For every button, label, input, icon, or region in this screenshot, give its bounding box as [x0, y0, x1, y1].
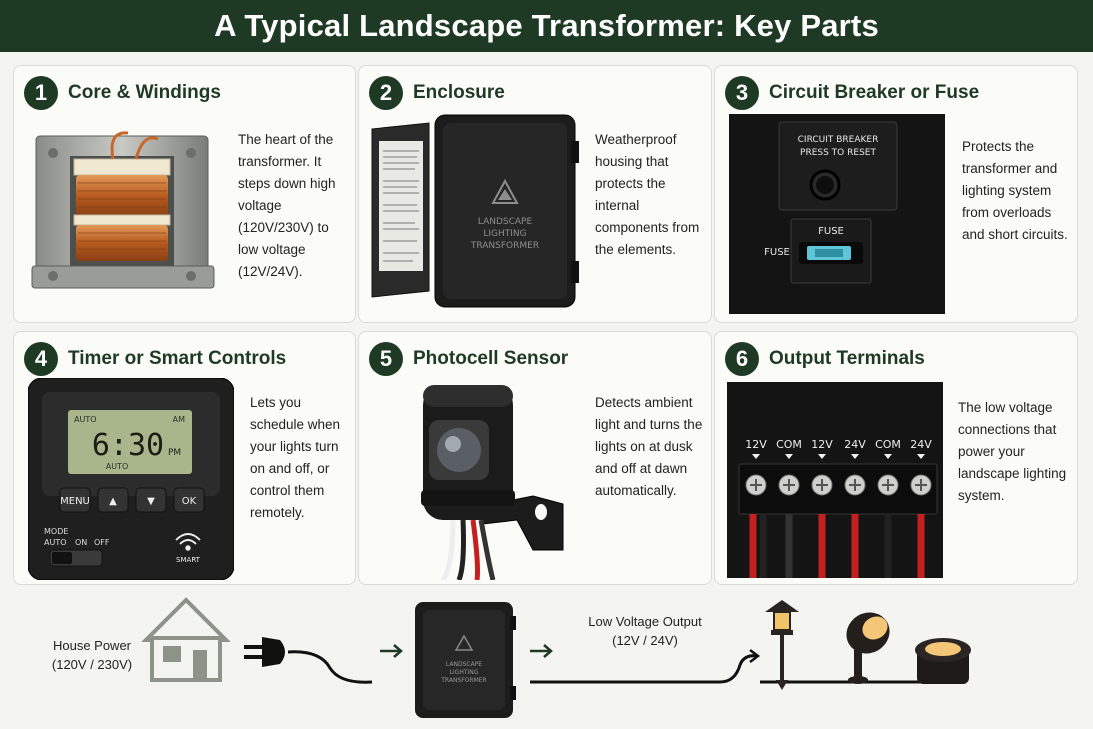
output-wires: [749, 514, 925, 578]
card-enclosure: 2 Enclosure LANDSCAPE LIGHTING TRANSFORM…: [358, 65, 712, 323]
low-voltage-value: (12V / 24V): [612, 633, 678, 648]
house-icon: [141, 597, 231, 682]
card-header: 4 Timer or Smart Controls: [24, 342, 286, 376]
breaker-label: CIRCUIT BREAKER: [798, 135, 879, 145]
arrow-icon: [380, 644, 403, 658]
low-voltage-output-label: Low Voltage Output (12V / 24V): [570, 612, 720, 650]
transformer-box-icon: LANDSCAPE LIGHTING TRANSFORMER: [415, 602, 516, 718]
card-header: 3 Circuit Breaker or Fuse: [725, 76, 979, 110]
terminal-label: 12V: [745, 438, 767, 451]
spotlight-icon: [846, 612, 890, 684]
card-title: Enclosure: [413, 82, 505, 103]
card-timer: 4 Timer or Smart Controls AUTO AM 6:30 P…: [13, 331, 356, 585]
card-output-terminals: 6 Output Terminals 12V COM 12V 24V COM 2…: [714, 331, 1078, 585]
title-bar: A Typical Landscape Transformer: Key Par…: [0, 0, 1093, 52]
box-label-line: LIGHTING: [450, 669, 479, 676]
enclosure-label-line: LANDSCAPE: [478, 217, 533, 227]
up-button-label: ▲: [109, 496, 117, 507]
card-core-windings: 1 Core & Windings: [13, 65, 356, 323]
card-title: Core & Windings: [68, 82, 221, 103]
lcd-mode-top: AUTO: [74, 415, 97, 424]
terminal-label: COM: [776, 438, 802, 451]
step-number: 6: [725, 342, 759, 376]
switch-label-auto: AUTO: [44, 538, 67, 547]
card-description: Protects the transformer and lighting sy…: [962, 139, 1068, 242]
card-title: Photocell Sensor: [413, 348, 569, 369]
wifi-icon: [175, 533, 201, 551]
step-number: 3: [725, 76, 759, 110]
card-title: Output Terminals: [769, 348, 925, 369]
timer-illustration: AUTO AM 6:30 PM AUTO MENU ▲ ▼ OK MODE AU…: [28, 378, 234, 580]
transformer-core-illustration: [31, 131, 215, 289]
breaker-label: PRESS TO RESET: [800, 148, 876, 158]
flow-graphics: LANDSCAPE LIGHTING TRANSFORMER: [141, 597, 971, 718]
card-description: Weatherproof housing that protects the i…: [595, 132, 700, 257]
light-sensor-lens: [437, 428, 481, 472]
card-header: 6 Output Terminals: [725, 342, 925, 376]
step-number: 4: [24, 342, 58, 376]
house-power-voltage: (120V / 230V): [51, 657, 133, 672]
page-title: A Typical Landscape Transformer: Key Par…: [214, 8, 879, 43]
step-number: 2: [369, 76, 403, 110]
house-power-title: House Power: [52, 638, 132, 653]
terminal-label: 24V: [910, 438, 932, 451]
fuse-label: FUSE: [818, 226, 844, 237]
house-power-label: House Power (120V / 230V): [38, 636, 146, 674]
terminal-block-illustration: 12V COM 12V 24V COM 24V: [727, 382, 943, 578]
breaker-panel-illustration: CIRCUIT BREAKER PRESS TO RESET FUSE FUSE: [729, 114, 945, 314]
box-label-line: TRANSFORMER: [440, 677, 486, 684]
ok-button-label: OK: [182, 496, 197, 507]
card-description: The heart of the transformer. It steps d…: [238, 132, 336, 279]
card-description: Detects ambient light and turns the ligh…: [595, 395, 703, 498]
arrow-icon: [530, 644, 553, 658]
enclosure-label-line: TRANSFORMER: [470, 241, 539, 251]
lcd-pm: PM: [168, 448, 181, 458]
path-light-icon: [765, 600, 799, 690]
menu-button-label: MENU: [60, 496, 90, 507]
card-header: 5 Photocell Sensor: [369, 342, 568, 376]
lcd-mode-bottom: AUTO: [106, 462, 129, 471]
card-title: Timer or Smart Controls: [68, 348, 287, 369]
terminal-screws: [745, 474, 932, 496]
card-description: The low voltage connections that power y…: [958, 400, 1067, 503]
low-voltage-wire: [530, 654, 759, 684]
card-header: 1 Core & Windings: [24, 76, 221, 110]
plug-icon: [244, 637, 373, 684]
switch-label-on: ON: [75, 538, 87, 547]
down-button-label: ▼: [147, 496, 155, 507]
enclosure-label-line: LIGHTING: [483, 229, 526, 239]
card-circuit-breaker: 3 Circuit Breaker or Fuse CIRCUIT BREAKE…: [714, 65, 1078, 323]
card-header: 2 Enclosure: [369, 76, 505, 110]
low-voltage-title: Low Voltage Output: [588, 614, 702, 629]
lcd-time: 6:30: [92, 428, 164, 463]
enclosure-illustration: LANDSCAPE LIGHTING TRANSFORMER: [371, 114, 579, 308]
terminal-label: COM: [875, 438, 901, 451]
card-photocell: 5 Photocell Sensor Detects ambient light…: [358, 331, 712, 585]
card-title: Circuit Breaker or Fuse: [769, 82, 980, 103]
switch-label-off: OFF: [94, 538, 110, 547]
terminal-label: 24V: [844, 438, 866, 451]
well-light-icon: [915, 638, 971, 684]
fuse-side-label: FUSE: [764, 247, 790, 258]
photocell-illustration: [421, 385, 564, 580]
smart-label: SMART: [176, 556, 201, 564]
card-description: Lets you schedule when your lights turn …: [250, 395, 341, 520]
step-number: 1: [24, 76, 58, 110]
mode-label: MODE: [44, 527, 68, 536]
step-number: 5: [369, 342, 403, 376]
box-label-line: LANDSCAPE: [446, 661, 482, 668]
terminal-label: 12V: [811, 438, 833, 451]
lcd-am: AM: [173, 415, 185, 424]
